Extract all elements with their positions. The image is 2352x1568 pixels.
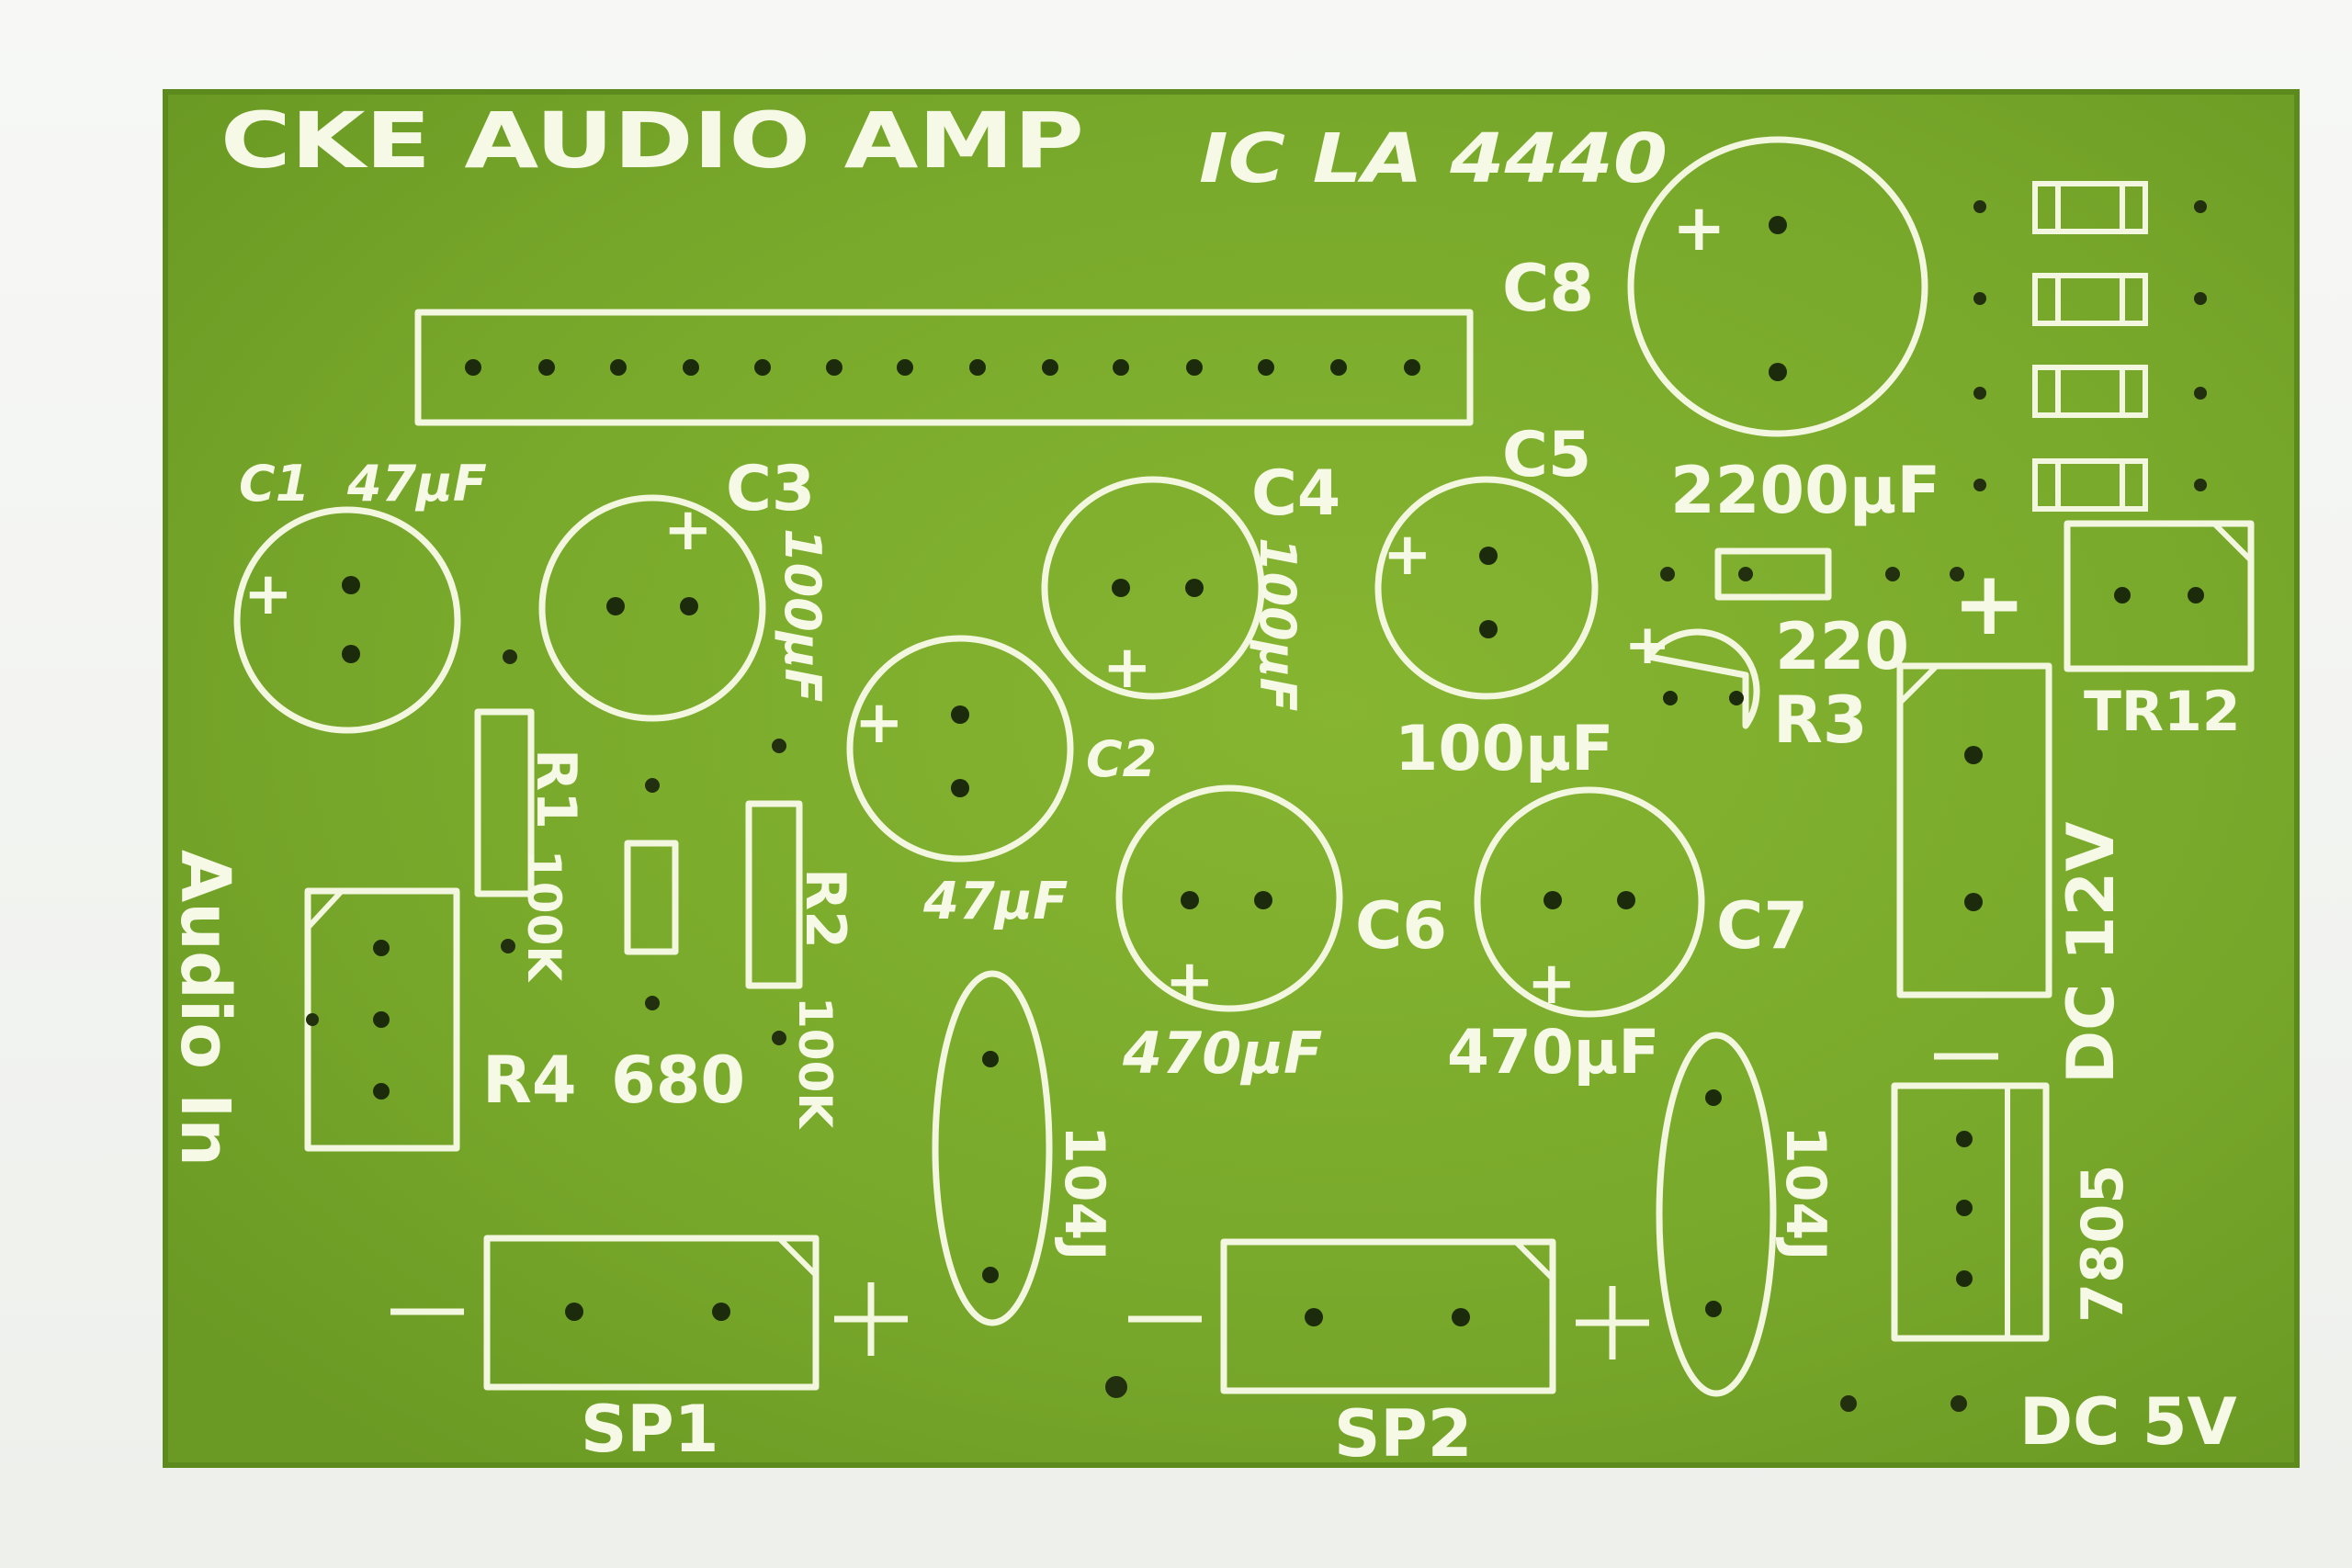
c6-label: C6: [1355, 888, 1447, 964]
c8-capacitor: +: [1627, 136, 1928, 437]
cap-104j-1: [932, 970, 1053, 1326]
c7-label: C7: [1716, 888, 1808, 964]
regulator-label: 7805: [2069, 1164, 2136, 1323]
dc12v-label: DC 12V: [2053, 822, 2129, 1084]
c5-label: C5: [1502, 419, 1591, 491]
svg-text:+: +: [1102, 634, 1152, 702]
regulator-7805: [1891, 1053, 2050, 1342]
ic-label: IC LA 4440: [1199, 119, 1668, 198]
r2-resistor: [745, 739, 803, 1045]
board-title: CKE AUDIO AMP: [220, 96, 1084, 186]
cap-104j-2-value: 104J: [1773, 1125, 1838, 1261]
sp2-connector: [1128, 1238, 1649, 1394]
r2-label: R2: [793, 868, 857, 949]
c2-capacitor: +: [846, 635, 1074, 863]
r1-value: 100K: [517, 850, 571, 983]
svg-text:+: +: [854, 689, 904, 757]
r3-label: R3: [1773, 682, 1868, 758]
c6-capacitor: +: [1115, 784, 1343, 1016]
c3-value: 100µF: [774, 528, 831, 702]
r2-value: 100K: [788, 997, 842, 1130]
sp1-connector: [390, 1235, 908, 1391]
resistor-stack: [1973, 181, 2207, 512]
svg-text:+: +: [1672, 190, 1726, 265]
c2-value: 47µF: [922, 872, 1068, 931]
c6-value: 470µF: [1122, 1020, 1322, 1087]
c1-label: C1: [239, 455, 310, 513]
sp2-label: SP2: [1334, 1396, 1472, 1472]
r4-value: 680: [611, 1043, 745, 1118]
c1-value: 47µF: [346, 455, 487, 513]
ic-outline: [414, 309, 1474, 426]
audio-in-connector: [304, 887, 460, 1152]
dc12v-connector: [1896, 662, 2052, 998]
misc-vias: [1105, 567, 1753, 1398]
c1-capacitor: +: [233, 506, 461, 734]
tr12-plus: +: [1952, 552, 2026, 655]
dc5v-pad-1: [1840, 1395, 1857, 1412]
r3-resistor: +: [1624, 547, 1832, 729]
audio-in-label: Audio In: [165, 850, 244, 1167]
cap-104j-1-value: 104J: [1052, 1125, 1116, 1261]
c7-value: 470µF: [1447, 1017, 1659, 1088]
c4-value: 100µF: [1249, 537, 1306, 711]
r4-resistor: [624, 778, 679, 1010]
c3-label: C3: [726, 453, 815, 525]
r3-value: 220: [1775, 609, 1909, 684]
sp1-label: SP1: [581, 1392, 718, 1467]
dc5v-label: DC 5V: [2019, 1384, 2237, 1460]
c8-label: C8: [1502, 251, 1594, 326]
pcb-edge: [163, 89, 2300, 1468]
cap-104j-2: [1656, 1032, 1777, 1397]
c8-value: 2200µF: [1670, 453, 1940, 528]
c7-capacitor: +: [1474, 786, 1705, 1018]
c3-capacitor: +: [538, 494, 766, 722]
svg-text:+: +: [1624, 613, 1670, 677]
svg-text:+: +: [1383, 521, 1432, 589]
r1-resistor: [474, 649, 535, 953]
svg-text:+: +: [663, 496, 713, 564]
c4-capacitor: +: [1041, 476, 1265, 702]
c5-capacitor: +: [1374, 476, 1599, 700]
c2-label: C2: [1086, 730, 1157, 788]
svg-text:+: +: [1165, 948, 1215, 1016]
ic-pins: [465, 359, 1420, 376]
r1-label: R1: [524, 749, 588, 829]
svg-text:+: +: [243, 560, 293, 628]
tr12-connector: [2064, 520, 2255, 672]
r4-label: R4: [482, 1043, 577, 1118]
tr12-label: TR12: [2084, 680, 2241, 744]
c5-value: 100µF: [1395, 713, 1613, 785]
c4-label: C4: [1251, 457, 1340, 530]
dc5v-pad-2: [1951, 1395, 1967, 1412]
svg-text:+: +: [1527, 950, 1577, 1018]
